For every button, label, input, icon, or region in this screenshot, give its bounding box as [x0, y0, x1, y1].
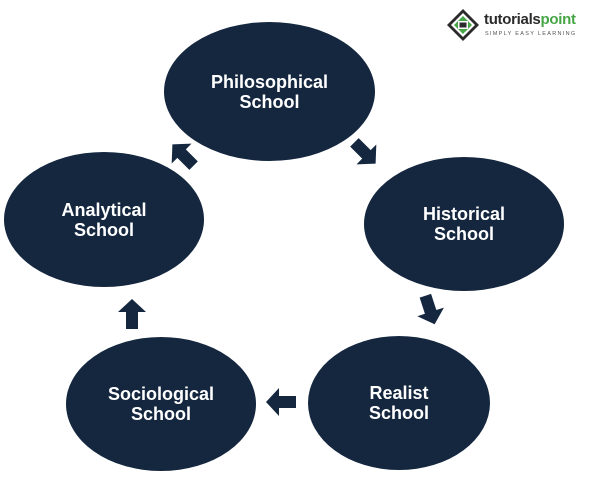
- logo-diamond-icon: [447, 9, 479, 41]
- node-label: Historical School: [422, 204, 506, 244]
- logo-word-tutorials: tutorials: [484, 11, 541, 28]
- logo-wordmark: tutorialspoint: [484, 12, 576, 28]
- node-analytical-school: Analytical School: [4, 152, 204, 287]
- tutorialspoint-logo: tutorialspoint SIMPLY EASY LEARNING: [446, 8, 596, 44]
- logo-word-point: point: [540, 11, 576, 28]
- arrow-philosophical-to-historical: [350, 138, 377, 165]
- node-realist-school: Realist School: [308, 336, 490, 470]
- node-sociological-school: Sociological School: [66, 337, 256, 471]
- node-label: Sociological School: [107, 384, 215, 424]
- node-label: Philosophical School: [210, 71, 329, 112]
- arrow-sociological-to-analytical: [118, 299, 146, 329]
- logo-tagline: SIMPLY EASY LEARNING: [485, 31, 577, 37]
- arrow-analytical-to-philosophical: [171, 143, 198, 170]
- node-philosophical-school: Philosophical School: [164, 22, 375, 161]
- node-historical-school: Historical School: [364, 157, 564, 291]
- arrow-historical-to-realist: [417, 293, 444, 325]
- arrow-realist-to-sociological: [266, 388, 296, 416]
- node-label: Realist School: [368, 383, 429, 423]
- node-label: Analytical School: [61, 199, 147, 240]
